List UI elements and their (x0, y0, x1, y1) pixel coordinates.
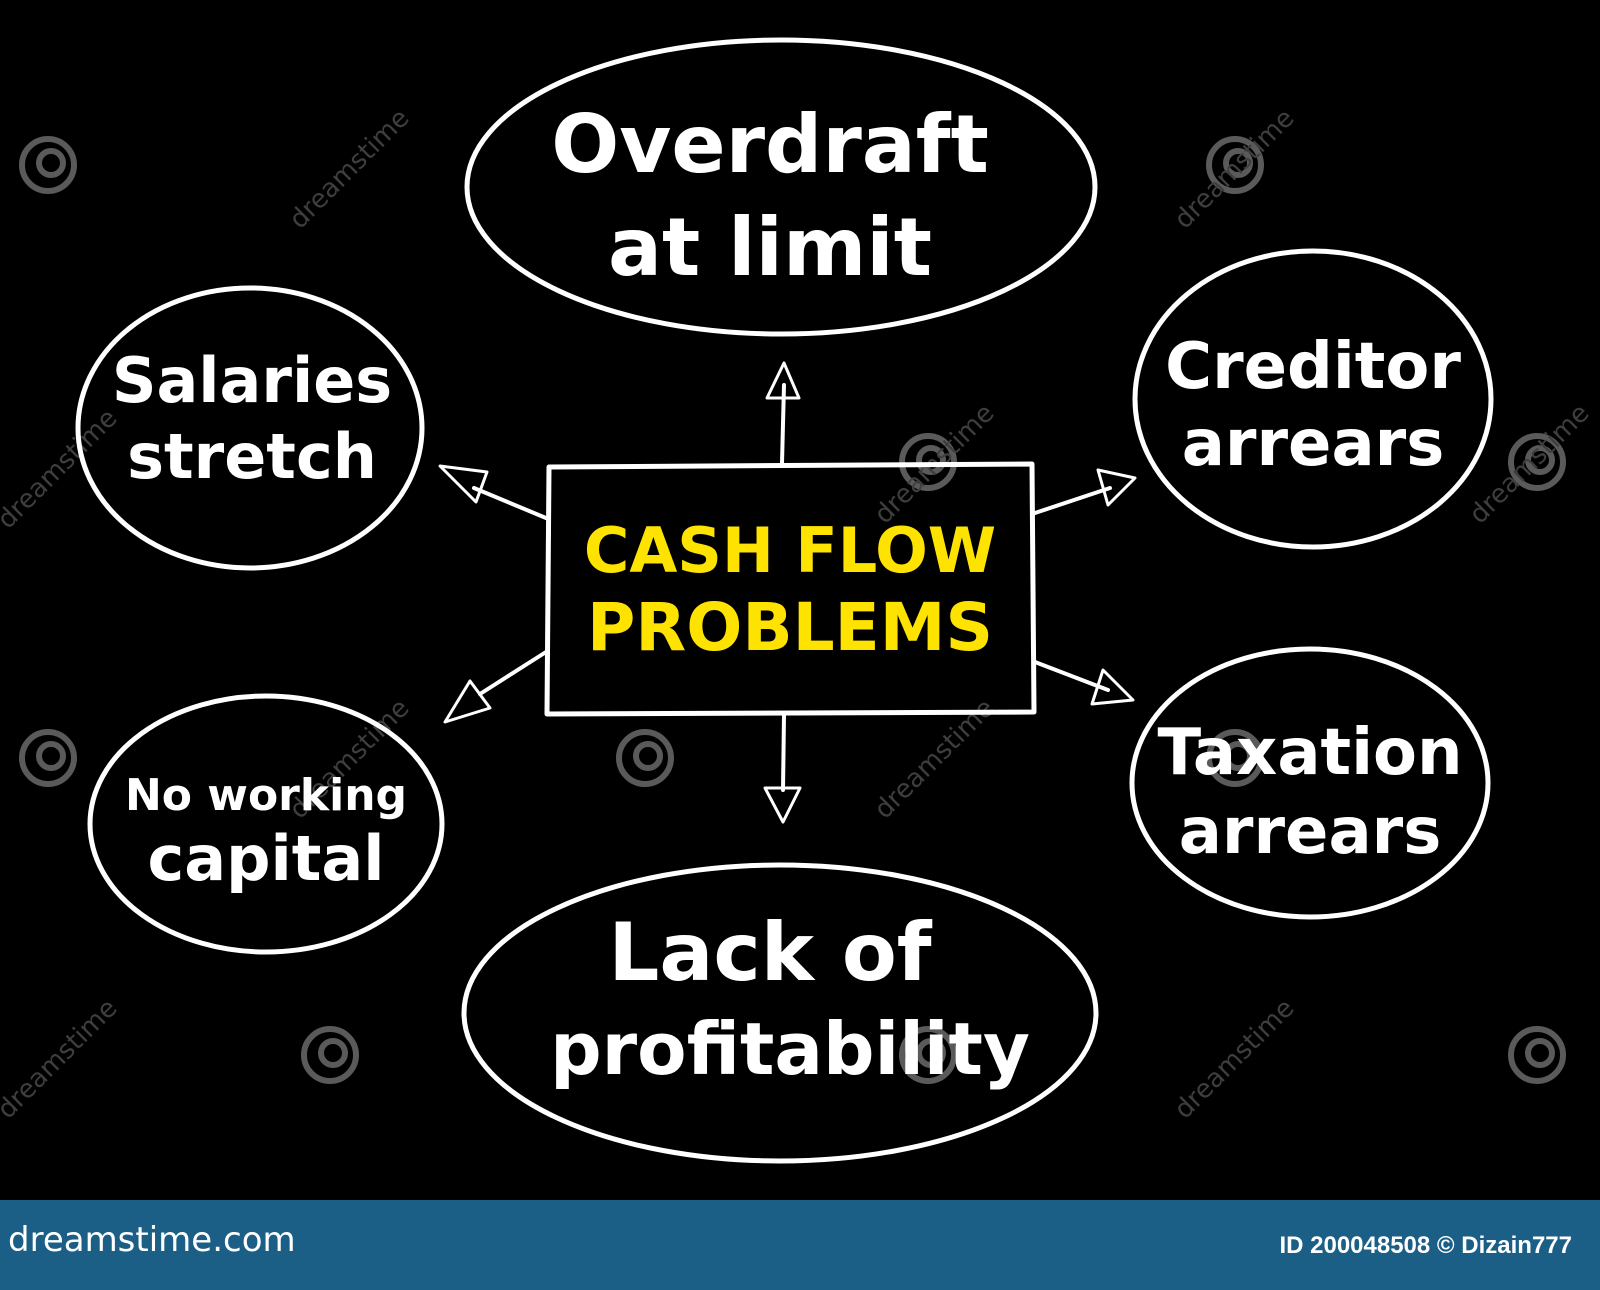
watermark-spiral-icon (1206, 729, 1264, 787)
footer-credit-text: ID 200048508 © Dizain777 (1279, 1232, 1572, 1259)
node-salaries-line-2: stretch (127, 420, 377, 493)
watermark-spiral-icon (899, 1026, 957, 1084)
node-overdraft-line-2: at limit (608, 201, 932, 294)
arrow-to-profitability (763, 713, 802, 824)
node-creditor: Creditor arrears (1132, 248, 1494, 550)
watermark-spiral-icon (1508, 1026, 1566, 1084)
node-working-capital: No working capital (87, 693, 445, 955)
watermark-text: dreamstime (0, 993, 123, 1125)
node-taxation: Taxation arrears (1129, 646, 1491, 920)
watermark-spiral-icon (19, 729, 77, 787)
mind-map-diagram: dreamstime dreamstime dreamstime dreamstime… (0, 37, 1596, 1164)
node-creditor-line-2: arrears (1182, 407, 1445, 481)
watermark-text: dreamstime (284, 103, 416, 235)
watermark-spiral-icon (1508, 433, 1566, 491)
node-profitability-line-2: profitability (550, 1007, 1030, 1091)
node-profitability: Lack of profitability (461, 862, 1099, 1164)
center-title-line-1: CASH FLOW (584, 514, 996, 587)
footer-brand-text[interactable]: dreamstime.com (8, 1220, 296, 1260)
arrow-to-overdraft (765, 361, 801, 465)
node-working-capital-line-1: No working (125, 770, 407, 821)
watermark-text: dreamstime (1464, 398, 1596, 530)
watermark-text: dreamstime (1169, 993, 1301, 1125)
watermark-spiral-icon (19, 136, 77, 194)
mind-map-board: dreamstime dreamstime dreamstime dreamstime… (0, 37, 1596, 1164)
node-salaries-line-1: Salaries (112, 344, 392, 417)
node-overdraft-line-1: Overdraft (551, 98, 989, 191)
arrow-to-working-capital (443, 650, 548, 724)
node-profitability-line-1: Lack of (608, 906, 932, 999)
stock-footer-bar: dreamstime.com ID 200048508 © Dizain777 (0, 1200, 1600, 1290)
watermark-text: dreamstime (0, 403, 123, 535)
node-working-capital-line-2: capital (148, 822, 385, 895)
watermark-spiral-icon (616, 729, 674, 787)
node-taxation-line-2: arrears (1179, 795, 1442, 869)
node-salaries: Salaries stretch (75, 285, 425, 571)
arrow-to-creditor (1033, 468, 1137, 515)
center-box: CASH FLOW PROBLEMS (544, 461, 1037, 717)
watermark-spiral-icon (1206, 136, 1264, 194)
node-taxation-line-1: Taxation (1157, 716, 1462, 790)
center-title-line-2: PROBLEMS (587, 589, 993, 666)
arrow-to-taxation (1033, 660, 1135, 706)
watermark-text: dreamstime (1169, 103, 1301, 235)
node-overdraft: Overdraft at limit (464, 37, 1098, 337)
arrow-to-salaries (438, 464, 548, 520)
watermark-spiral-icon (301, 1026, 359, 1084)
node-creditor-line-1: Creditor (1165, 330, 1461, 404)
